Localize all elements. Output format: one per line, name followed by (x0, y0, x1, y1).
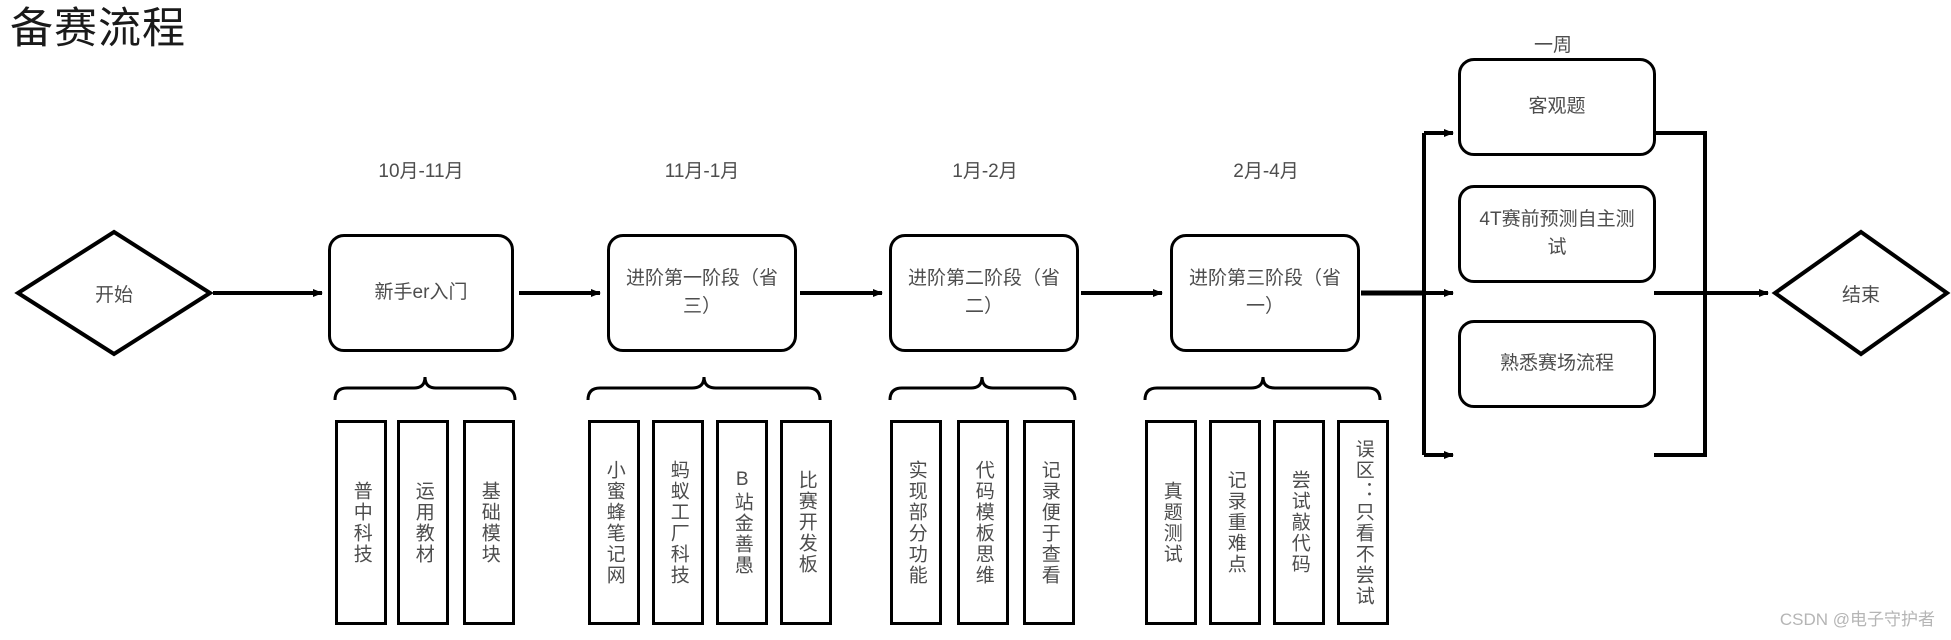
node-objective-questions[interactable]: 客观题 (1458, 58, 1656, 156)
phase-label-3: 1月-2月 (952, 161, 1018, 182)
node-stage-3[interactable]: 进阶第二阶段（省二） (889, 234, 1079, 352)
phase-label-final-week: 一周 (1533, 35, 1573, 56)
node-4t-self-test-label: 4T赛前预测自主测试 (1479, 208, 1635, 259)
detail-box-4-4[interactable]: 误区：只看不尝试 (1337, 420, 1389, 625)
detail-box-4-4-label: 误区：只看不尝试 (1352, 438, 1374, 607)
detail-box-3-3[interactable]: 记录便于查看 (1023, 420, 1075, 625)
node-stage-4-label: 进阶第三阶段（省一） (1188, 267, 1341, 318)
detail-box-4-2[interactable]: 记录重难点 (1209, 420, 1261, 625)
detail-box-2-1[interactable]: 小蜜蜂笔记网 (588, 420, 640, 625)
node-stage-2[interactable]: 进阶第一阶段（省三） (607, 234, 797, 352)
detail-box-1-1-label: 普中科技 (350, 480, 372, 565)
detail-box-4-2-label: 记录重难点 (1224, 470, 1246, 575)
detail-box-3-1-label: 实现部分功能 (905, 459, 927, 586)
node-venue-familiarization-label: 熟悉赛场流程 (1499, 352, 1614, 374)
detail-box-4-3[interactable]: 尝试敲代码 (1273, 420, 1325, 625)
detail-box-4-1[interactable]: 真题测试 (1145, 420, 1197, 625)
node-stage-4[interactable]: 进阶第三阶段（省一） (1170, 234, 1360, 352)
detail-box-2-3[interactable]: B站金善愚 (716, 420, 768, 625)
phase-label-1: 10月-11月 (378, 161, 464, 182)
node-end[interactable]: 结束 (1771, 228, 1951, 358)
watermark: CSDN @电子守护者 (1779, 610, 1935, 629)
brace-group-2 (586, 376, 822, 401)
page-title: 备赛流程 (10, 5, 186, 53)
detail-box-4-3-label: 尝试敲代码 (1288, 470, 1310, 575)
detail-box-1-2[interactable]: 运用教材 (397, 420, 449, 625)
detail-box-3-2-label: 代码模板思维 (972, 459, 994, 586)
detail-box-3-2[interactable]: 代码模板思维 (957, 420, 1009, 625)
detail-box-1-3[interactable]: 基础模块 (463, 420, 515, 625)
node-4t-self-test[interactable]: 4T赛前预测自主测试 (1458, 185, 1656, 283)
detail-box-3-1[interactable]: 实现部分功能 (890, 420, 942, 625)
node-stage-1[interactable]: 新手er入门 (328, 234, 514, 352)
detail-box-2-2-label: 蚂蚁工厂科技 (667, 459, 689, 586)
brace-group-4 (1143, 376, 1382, 401)
detail-box-2-3-label: B站金善愚 (731, 469, 753, 576)
node-stage-3-label: 进阶第二阶段（省二） (907, 267, 1060, 318)
node-stage-1-label: 新手er入门 (374, 281, 468, 303)
detail-box-4-1-label: 真题测试 (1160, 480, 1182, 565)
detail-box-2-4[interactable]: 比赛开发板 (780, 420, 832, 625)
node-objective-questions-label: 客观题 (1528, 95, 1586, 117)
node-end-label: 结束 (1841, 284, 1880, 306)
detail-box-2-4-label: 比赛开发板 (795, 470, 817, 575)
node-start[interactable]: 开始 (14, 228, 214, 358)
node-start-label: 开始 (94, 284, 133, 306)
brace-group-1 (333, 376, 517, 401)
merge-spine-right (1654, 131, 1707, 457)
brace-group-3 (888, 376, 1077, 401)
detail-box-3-3-label: 记录便于查看 (1038, 459, 1060, 586)
phase-label-2: 11月-1月 (664, 161, 740, 182)
node-venue-familiarization[interactable]: 熟悉赛场流程 (1458, 320, 1656, 408)
phase-label-4: 2月-4月 (1233, 161, 1299, 182)
detail-box-2-2[interactable]: 蚂蚁工厂科技 (652, 420, 704, 625)
node-stage-2-label: 进阶第一阶段（省三） (625, 267, 778, 318)
detail-box-1-1[interactable]: 普中科技 (335, 420, 387, 625)
detail-box-2-1-label: 小蜜蜂笔记网 (603, 459, 625, 586)
detail-box-1-2-label: 运用教材 (412, 480, 434, 565)
detail-box-1-3-label: 基础模块 (478, 480, 500, 565)
